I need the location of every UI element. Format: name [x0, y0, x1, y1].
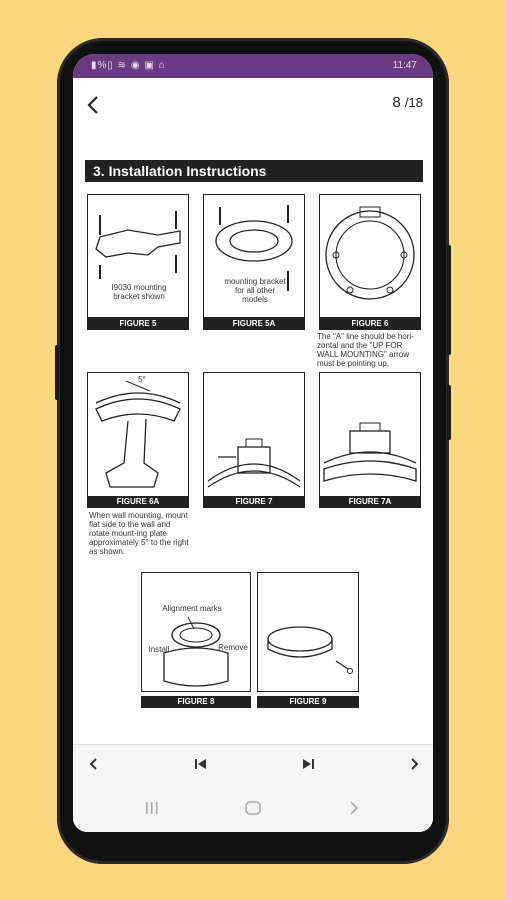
side-button	[447, 385, 451, 440]
figure-7-image	[203, 372, 305, 498]
detector-base-drawing	[323, 422, 417, 482]
first-page-button[interactable]	[190, 753, 212, 775]
system-back-icon	[350, 801, 359, 815]
mounting-plate-drawing	[325, 206, 415, 300]
figure-6-image	[319, 194, 421, 318]
figure-6-note: The "A" line should be hori-zontal and t…	[317, 332, 414, 368]
figure-5a-caption: FIGURE 5A	[203, 318, 305, 330]
figure-6-caption: FIGURE 6	[319, 318, 421, 330]
screen: ▮%▯ ≋ ◉ ▣ ⌂ 11:47 8 /18 3. Installation …	[73, 54, 433, 832]
total-pages: /18	[404, 95, 423, 110]
figure-6a-caption: FIGURE 6A	[87, 496, 189, 508]
figure-8-image: Alignment marks Install Remove	[141, 572, 251, 692]
back-button[interactable]	[81, 92, 107, 118]
system-navigation-bar	[73, 782, 433, 832]
home-button[interactable]	[242, 797, 264, 819]
next-page-button[interactable]	[403, 753, 425, 775]
figure-5-image: I9030 mounting bracket shown	[87, 194, 189, 318]
figure-6a-image: 5°	[87, 372, 189, 498]
system-back-button[interactable]	[343, 797, 365, 819]
figure-5a-label: mounting bracket for all other models	[224, 277, 286, 304]
status-bar: ▮%▯ ≋ ◉ ▣ ⌂ 11:47	[73, 54, 433, 78]
last-page-button[interactable]	[297, 753, 319, 775]
power-button	[447, 245, 451, 355]
app-bar: 8 /18	[73, 78, 433, 132]
alignment-label: Alignment marks	[162, 604, 222, 613]
figure-8-caption: FIGURE 8	[141, 696, 251, 708]
volume-button	[55, 345, 59, 400]
recents-icon	[146, 802, 158, 814]
figure-5-caption: FIGURE 5	[87, 318, 189, 330]
remove-label: Remove	[218, 643, 248, 652]
pdf-nav-bar	[73, 744, 433, 783]
chevron-right-icon	[411, 758, 419, 770]
previous-page-button[interactable]	[83, 753, 105, 775]
installed-detector-drawing	[267, 626, 353, 674]
angle-label: 5°	[138, 375, 146, 384]
skip-last-icon	[303, 759, 314, 769]
skip-first-icon	[195, 759, 206, 769]
status-time: 11:47	[392, 60, 417, 71]
page-indicator: 8 /18	[392, 94, 423, 111]
figure-5-label: I9030 mounting bracket shown	[111, 283, 167, 301]
current-page: 8	[392, 94, 401, 111]
figure-7a-image	[319, 372, 421, 498]
install-label: Install	[148, 645, 170, 654]
figure-9-image	[257, 572, 359, 692]
figure-5a-image: mounting bracket for all other models	[203, 194, 305, 318]
alignment-drawing	[163, 616, 229, 687]
figure-6a-note: When wall mounting, mount flat side to t…	[89, 511, 189, 556]
detector-install-drawing	[207, 438, 301, 488]
figure-9-caption: FIGURE 9	[257, 696, 359, 708]
arrow-left-icon	[87, 96, 98, 114]
bracket-drawing	[95, 211, 181, 279]
figure-7a-caption: FIGURE 7A	[319, 496, 421, 508]
figure-7-caption: FIGURE 7	[203, 496, 305, 508]
mounting-ring-drawing	[215, 205, 293, 291]
pdf-page[interactable]: 3. Installation Instructions I9030 mount…	[73, 132, 433, 744]
rotated-plate-drawing	[95, 380, 181, 488]
section-title: 3. Installation Instructions	[85, 160, 423, 182]
status-icons: ▮%▯ ≋ ◉ ▣ ⌂	[91, 60, 166, 71]
recents-button[interactable]	[141, 797, 163, 819]
chevron-left-icon	[89, 758, 97, 770]
home-icon	[245, 801, 261, 815]
